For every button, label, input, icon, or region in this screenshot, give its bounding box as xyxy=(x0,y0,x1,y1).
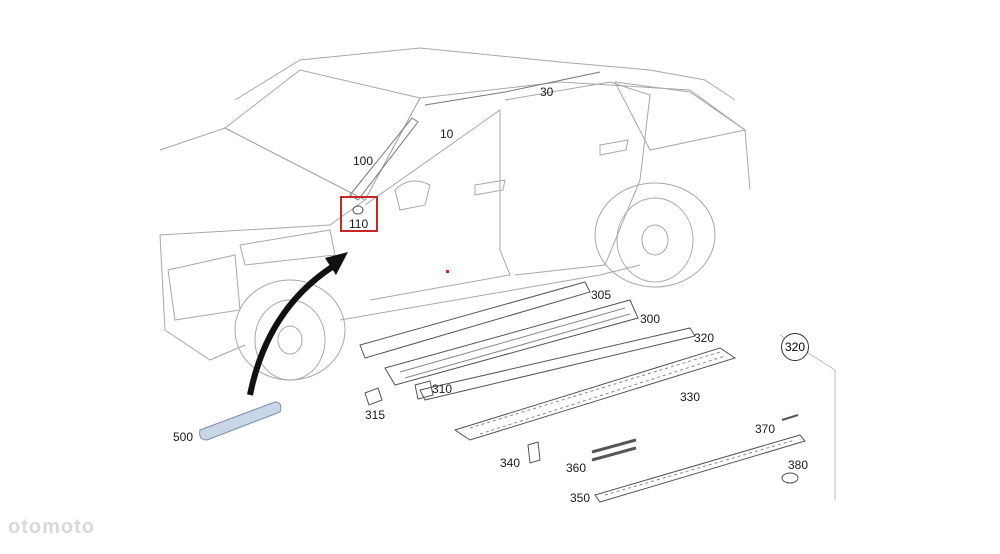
callout-305: 305 xyxy=(591,288,612,302)
car-windshield xyxy=(224,69,421,201)
part-clip-340 xyxy=(527,441,541,464)
callout-320: 320 xyxy=(694,331,715,345)
pointer-arrowhead xyxy=(325,252,348,275)
callout-320-circled: 320 xyxy=(781,333,809,361)
callout-360: 360 xyxy=(566,461,587,475)
part-300-ribs xyxy=(399,307,631,379)
part-330-board xyxy=(453,347,737,441)
car-rear-window xyxy=(614,81,747,151)
part-clip-110 xyxy=(352,205,364,215)
callout-100: 100 xyxy=(353,154,374,168)
car-mirror xyxy=(394,180,431,211)
car-rear-wheel xyxy=(616,197,694,283)
car-side-top xyxy=(364,81,751,201)
part-clip-315 xyxy=(364,387,383,406)
callout-350: 350 xyxy=(570,491,591,505)
callout-340: 340 xyxy=(500,456,521,470)
part-330-pattern xyxy=(469,351,726,435)
callout-30: 30 xyxy=(540,85,554,99)
part-clip-310 xyxy=(414,380,434,400)
callout-500: 500 xyxy=(173,430,194,444)
part-300-outline xyxy=(384,299,639,386)
car-front-door xyxy=(364,109,511,301)
callout-370: 370 xyxy=(755,422,776,436)
car-front-wheel-arch xyxy=(234,279,346,381)
part-500-trim xyxy=(199,401,282,441)
roof-rail-trim xyxy=(424,71,601,106)
callout-110: 110 xyxy=(349,217,369,231)
car-rear-door xyxy=(504,81,651,276)
callout-315: 315 xyxy=(365,408,386,422)
car-front-wheel-hub xyxy=(277,325,303,355)
pointer-arrow xyxy=(247,259,342,396)
part-clip-370 xyxy=(781,414,799,421)
part-350-pattern xyxy=(604,439,796,496)
car-hood xyxy=(159,127,366,236)
part-305-outline xyxy=(359,281,591,359)
car-rear-wheel-hub xyxy=(641,224,669,256)
car-roof-line xyxy=(234,47,736,101)
callout-330: 330 xyxy=(680,390,701,404)
car-front xyxy=(159,234,246,361)
car-door-handle-front xyxy=(474,179,506,196)
callout-10: 10 xyxy=(440,127,454,141)
car-front-grille xyxy=(167,254,241,321)
part-320-bar xyxy=(419,327,696,401)
car-rear-wheel-arch xyxy=(594,182,716,288)
callout-310: 310 xyxy=(432,382,453,396)
highlight-box-110 xyxy=(340,196,378,232)
part-cap-380 xyxy=(781,472,799,484)
car-headlight xyxy=(239,229,336,266)
callout-380: 380 xyxy=(788,458,809,472)
red-marker xyxy=(446,270,449,273)
a-pillar-trim xyxy=(349,117,419,201)
callout-300: 300 xyxy=(640,312,661,326)
watermark: otomoto xyxy=(8,516,95,538)
car-front-wheel xyxy=(254,299,326,381)
car-door-handle-rear xyxy=(599,139,629,156)
part-350-strip xyxy=(594,434,806,503)
part-clips-360 xyxy=(591,438,637,462)
